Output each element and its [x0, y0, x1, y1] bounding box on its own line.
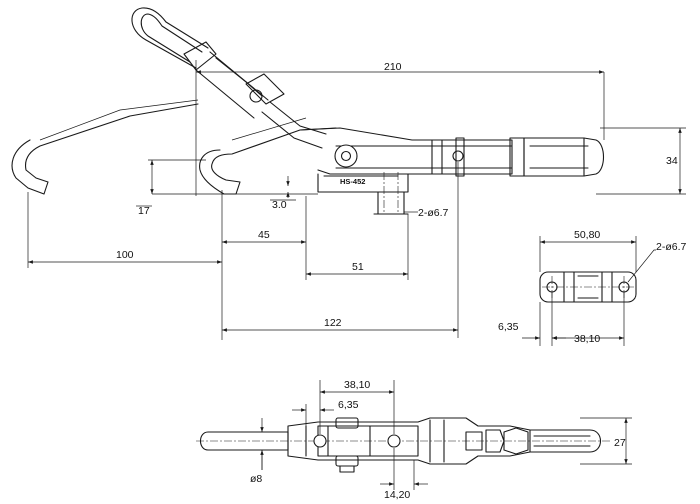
dim-hole-offset: 6,35 — [498, 321, 519, 333]
dim-bottom-hole-spacing: 38,10 — [344, 379, 370, 391]
bottom-dimensions: 38,10 6,35 ø8 27 14,20 — [250, 379, 632, 501]
dim-overall-length: 210 — [384, 61, 402, 73]
dim-hook-to-pivot: 122 — [324, 317, 342, 329]
bottom-view — [196, 417, 610, 473]
dim-pin-diameter: ø8 — [250, 473, 262, 485]
dim-bottom-hole-offset: 6,35 — [338, 399, 359, 411]
model-marking: HS-452 — [340, 177, 365, 186]
dim-body-height: 34 — [666, 155, 678, 167]
side-view: HS-452 — [11, 7, 605, 215]
dim-hook-to-base: 45 — [258, 229, 270, 241]
dim-base-hole-spacing: 51 — [352, 261, 364, 273]
dim-base-offset: 14,20 — [384, 489, 410, 501]
dim-base-holes-plan: 2-ø6.7 — [656, 241, 687, 253]
plan-view — [539, 271, 637, 303]
dim-base-width: 50,80 — [574, 229, 600, 241]
dim-hook-offset: 17 — [138, 205, 150, 217]
plan-dimensions: 50,80 2-ø6.7 6,35 38,10 — [498, 229, 687, 346]
dim-hole-spacing-plan: 38,10 — [574, 333, 600, 345]
side-dimensions: 210 34 17 3.0 2-ø6.7 45 51 100 — [27, 60, 686, 340]
dim-body-width: 27 — [614, 437, 626, 449]
dim-hook-reach: 100 — [116, 249, 134, 261]
dim-base-holes-side: 2-ø6.7 — [418, 207, 449, 219]
dim-base-step: 3.0 — [272, 199, 287, 211]
